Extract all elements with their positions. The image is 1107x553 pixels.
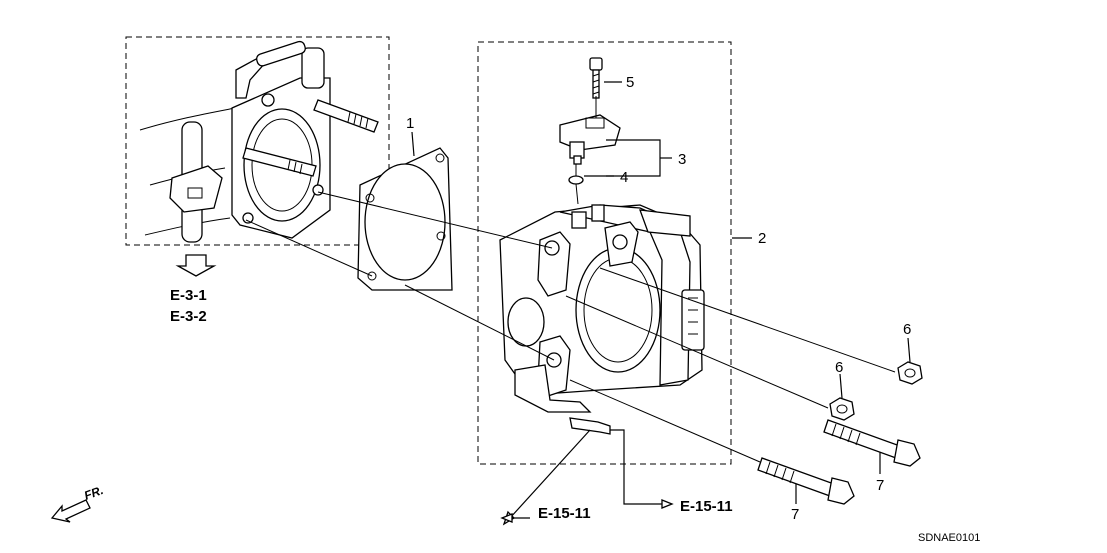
callout-1: 1 xyxy=(406,115,414,132)
ref-e-3-1: E-3-1 xyxy=(170,287,207,304)
down-arrow-icon xyxy=(175,254,217,277)
callout-2: 2 xyxy=(758,230,766,247)
callout-5: 5 xyxy=(626,74,634,91)
flange-nut-upper xyxy=(897,361,923,385)
throttle-body-box xyxy=(477,41,732,465)
flange-bolt-lower xyxy=(757,457,855,505)
callout-4: 4 xyxy=(620,169,628,186)
screw xyxy=(589,57,603,99)
front-arrow-icon xyxy=(50,499,91,523)
callout-6-lower: 6 xyxy=(835,359,843,376)
hose-ref-leaders xyxy=(500,429,674,526)
diagram-code: SDNAE0101 xyxy=(918,532,980,544)
ref-e-15-11-right: E-15-11 xyxy=(680,498,733,515)
fr-label: FR. xyxy=(82,483,105,503)
callout-7-upper: 7 xyxy=(876,477,884,494)
map-sensor xyxy=(559,114,621,165)
flange-nut-lower xyxy=(829,397,855,421)
callout-6-upper: 6 xyxy=(903,321,911,338)
ref-e-15-11-left: E-15-11 xyxy=(538,505,591,522)
alignment-lines xyxy=(245,96,896,463)
throttle-body xyxy=(499,204,705,435)
flange-bolt-upper xyxy=(823,419,921,467)
front-direction-indicator: FR. xyxy=(50,483,105,523)
intake-manifold-box xyxy=(125,36,390,246)
intake-manifold xyxy=(139,40,379,243)
ref-e-3-2: E-3-2 xyxy=(170,308,207,325)
leader-lines xyxy=(411,81,911,504)
callout-7-lower: 7 xyxy=(791,506,799,523)
gasket xyxy=(357,147,453,291)
o-ring xyxy=(568,175,584,185)
callout-3: 3 xyxy=(678,151,686,168)
